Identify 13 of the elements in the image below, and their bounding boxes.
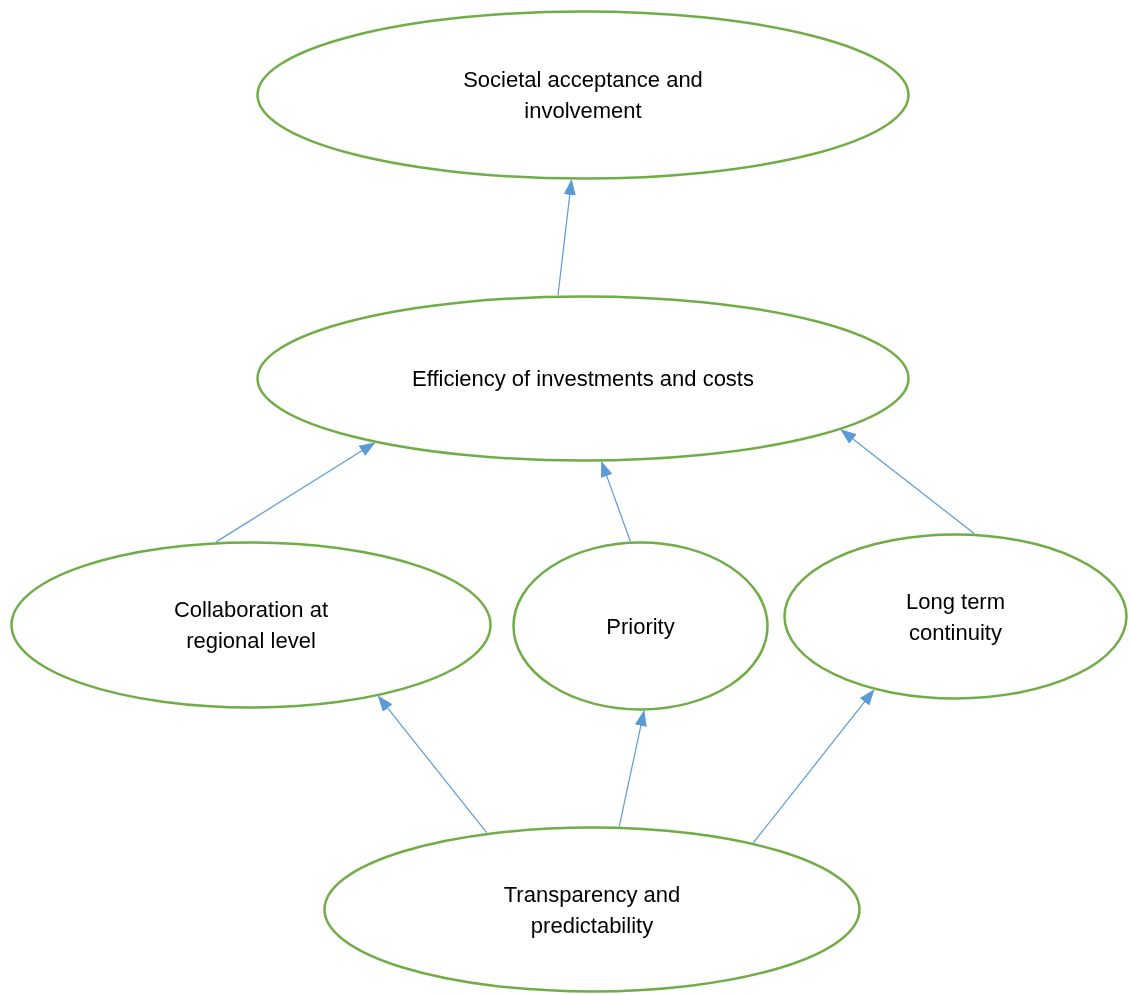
arrow <box>557 178 576 296</box>
arrow <box>618 710 647 828</box>
arrow <box>601 460 631 542</box>
arrow <box>840 429 975 535</box>
node-label: Societal acceptance and involvement <box>462 66 704 125</box>
arrow <box>377 695 488 834</box>
node-label: Collaboration at regional level <box>172 596 330 655</box>
arrow <box>215 442 376 543</box>
node-label: Long term continuity <box>904 587 1007 647</box>
arrow <box>752 689 875 844</box>
node-label: Efficiency of investments and costs <box>412 365 754 393</box>
node-label: Transparency and predictability <box>502 880 682 940</box>
node-label: Priority <box>606 612 675 641</box>
